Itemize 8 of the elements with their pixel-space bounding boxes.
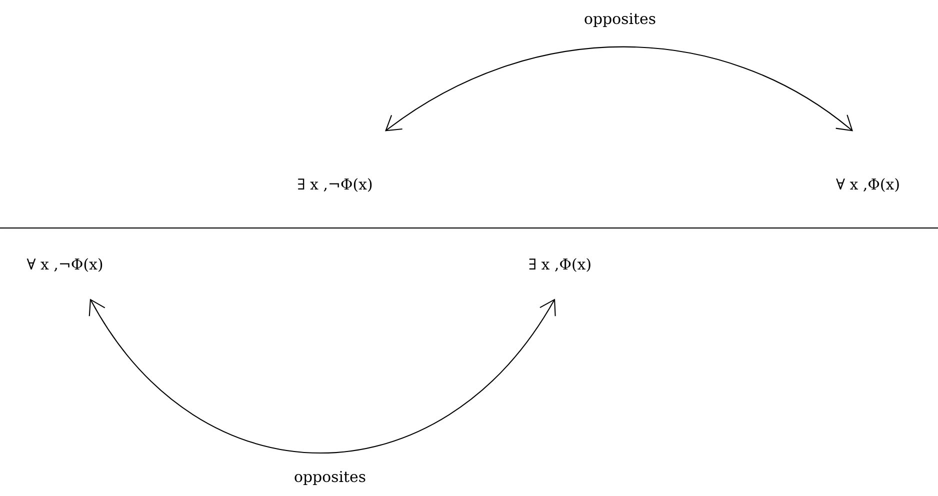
edge-label: opposites — [292, 469, 368, 487]
curved-arrow — [385, 46, 853, 132]
edge-label: opposites — [582, 11, 658, 29]
curved-arrow — [88, 298, 556, 454]
formula-label: ∀ x ,Φ(x) — [836, 178, 899, 192]
formula-label: ∃ x ,Φ(x) — [529, 258, 590, 272]
formula-label: ∃ x ,¬Φ(x) — [298, 178, 372, 192]
formula-label: ∀ x ,¬Φ(x) — [26, 258, 102, 272]
